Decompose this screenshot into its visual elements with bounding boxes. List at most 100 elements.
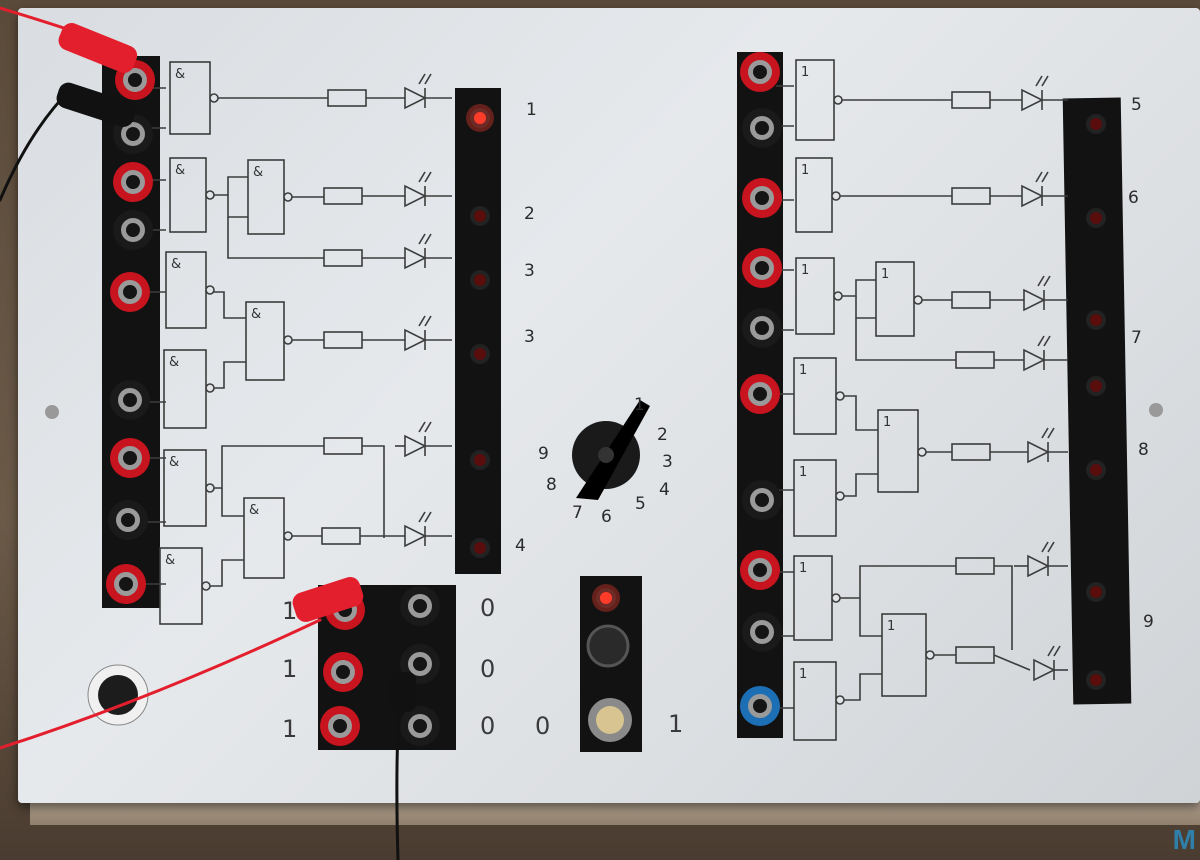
right-socket-9[interactable] <box>742 612 782 652</box>
left-socket-9[interactable] <box>106 564 146 604</box>
right-socket-7[interactable] <box>742 480 782 520</box>
or-gate-symbol: 1 <box>799 667 807 682</box>
led-symbol <box>404 434 427 458</box>
led-symbol <box>404 246 427 270</box>
socket-hole[interactable] <box>413 657 427 671</box>
led-unlit <box>1090 464 1102 476</box>
socket-hole[interactable] <box>123 285 137 299</box>
pencil-wire <box>1047 645 1055 657</box>
socket-hole[interactable] <box>119 577 133 591</box>
knob-center[interactable] <box>598 447 614 463</box>
socket-hole[interactable] <box>413 599 427 613</box>
pencil-wire <box>424 421 432 433</box>
socket-hole[interactable] <box>755 191 769 205</box>
left-socket-7[interactable] <box>110 438 150 478</box>
led-unlit <box>474 274 486 286</box>
socket-hole[interactable] <box>753 563 767 577</box>
led-symbol <box>1033 658 1056 682</box>
socket-hole[interactable] <box>755 261 769 275</box>
socket-hole[interactable] <box>123 451 137 465</box>
right-socket-1[interactable] <box>740 52 780 92</box>
red-plug-top[interactable] <box>56 20 141 76</box>
pencil-wire <box>424 511 432 523</box>
pencil-wire <box>844 473 878 497</box>
socket-hole[interactable] <box>123 393 137 407</box>
or-gate-symbol: 1 <box>801 163 809 178</box>
red-wire-bottom <box>0 618 322 750</box>
left-socket-5[interactable] <box>110 272 150 312</box>
inverter-bubble <box>833 291 843 301</box>
resistor-symbol <box>323 331 363 349</box>
switch-b-bot-label: 0 <box>480 712 496 740</box>
socket-hole[interactable] <box>753 65 767 79</box>
socket-hole[interactable] <box>413 719 427 733</box>
right-socket-10[interactable] <box>740 686 780 726</box>
inverter-bubble <box>283 335 293 345</box>
socket-hole[interactable] <box>753 699 767 713</box>
right-socket-6[interactable] <box>740 374 780 414</box>
fuse-holder[interactable] <box>586 624 630 668</box>
black-plug-bottom[interactable] <box>390 672 416 712</box>
right-socket-4[interactable] <box>742 248 782 288</box>
led-label-7: 7 <box>1131 328 1142 348</box>
socket-hole[interactable] <box>126 223 140 237</box>
socket-hole[interactable] <box>333 719 347 733</box>
pencil-wire <box>418 171 426 183</box>
socket-hole[interactable] <box>126 175 140 189</box>
red-plug-bottom[interactable] <box>290 574 366 624</box>
inverter-bubble <box>205 383 215 393</box>
left-socket-8[interactable] <box>108 500 148 540</box>
socket-hole[interactable] <box>128 73 142 87</box>
right-led-2 <box>1086 208 1106 228</box>
selector-knob[interactable] <box>572 400 650 500</box>
pencil-wire <box>855 318 956 361</box>
and-gate-symbol: & <box>175 163 185 178</box>
push-button[interactable] <box>596 706 624 734</box>
pencil-wire <box>840 673 882 701</box>
pencil-wire <box>418 233 426 245</box>
led-unlit <box>474 542 486 554</box>
switch-socket-3[interactable] <box>323 652 363 692</box>
and-gate-symbol: & <box>169 355 179 370</box>
resistor-symbol <box>323 437 363 455</box>
socket-hole[interactable] <box>336 665 350 679</box>
socket-hole[interactable] <box>755 625 769 639</box>
black-plug-top[interactable] <box>54 80 138 129</box>
led-symbol <box>1027 554 1050 578</box>
pencil-wire <box>1043 335 1051 347</box>
socket-hole[interactable] <box>755 493 769 507</box>
knob-pointer[interactable] <box>576 400 650 500</box>
inverter-bubble <box>835 391 845 401</box>
pencil-wire <box>418 511 426 523</box>
left-led-5 <box>470 450 490 470</box>
power-jack[interactable] <box>98 675 138 715</box>
pencil-wire <box>214 291 246 319</box>
led-lit <box>600 592 612 604</box>
right-led-4 <box>1086 376 1106 396</box>
and-gate-symbol: & <box>251 307 261 322</box>
right-socket-8[interactable] <box>740 550 780 590</box>
right-socket-5[interactable] <box>742 308 782 348</box>
and-gate-symbol: & <box>165 553 175 568</box>
pencil-wire <box>1041 427 1049 439</box>
socket-hole[interactable] <box>755 321 769 335</box>
inverter-bubble <box>201 581 211 591</box>
socket-hole[interactable] <box>121 513 135 527</box>
resistor-symbol <box>327 89 367 107</box>
switch-socket-6[interactable] <box>400 706 440 746</box>
left-socket-4[interactable] <box>113 210 153 250</box>
socket-hole[interactable] <box>126 127 140 141</box>
or-gate-symbol: 1 <box>881 267 889 282</box>
and-gate-symbol: & <box>249 503 259 518</box>
right-socket-2[interactable] <box>742 108 782 148</box>
right-socket-3[interactable] <box>742 178 782 218</box>
switch-socket-2[interactable] <box>400 586 440 626</box>
led-unlit <box>474 454 486 466</box>
left-socket-6[interactable] <box>110 380 150 420</box>
socket-hole[interactable] <box>753 387 767 401</box>
switch-socket-5[interactable] <box>320 706 360 746</box>
socket-hole[interactable] <box>755 121 769 135</box>
left-socket-3[interactable] <box>113 162 153 202</box>
pencil-wire <box>424 171 432 183</box>
